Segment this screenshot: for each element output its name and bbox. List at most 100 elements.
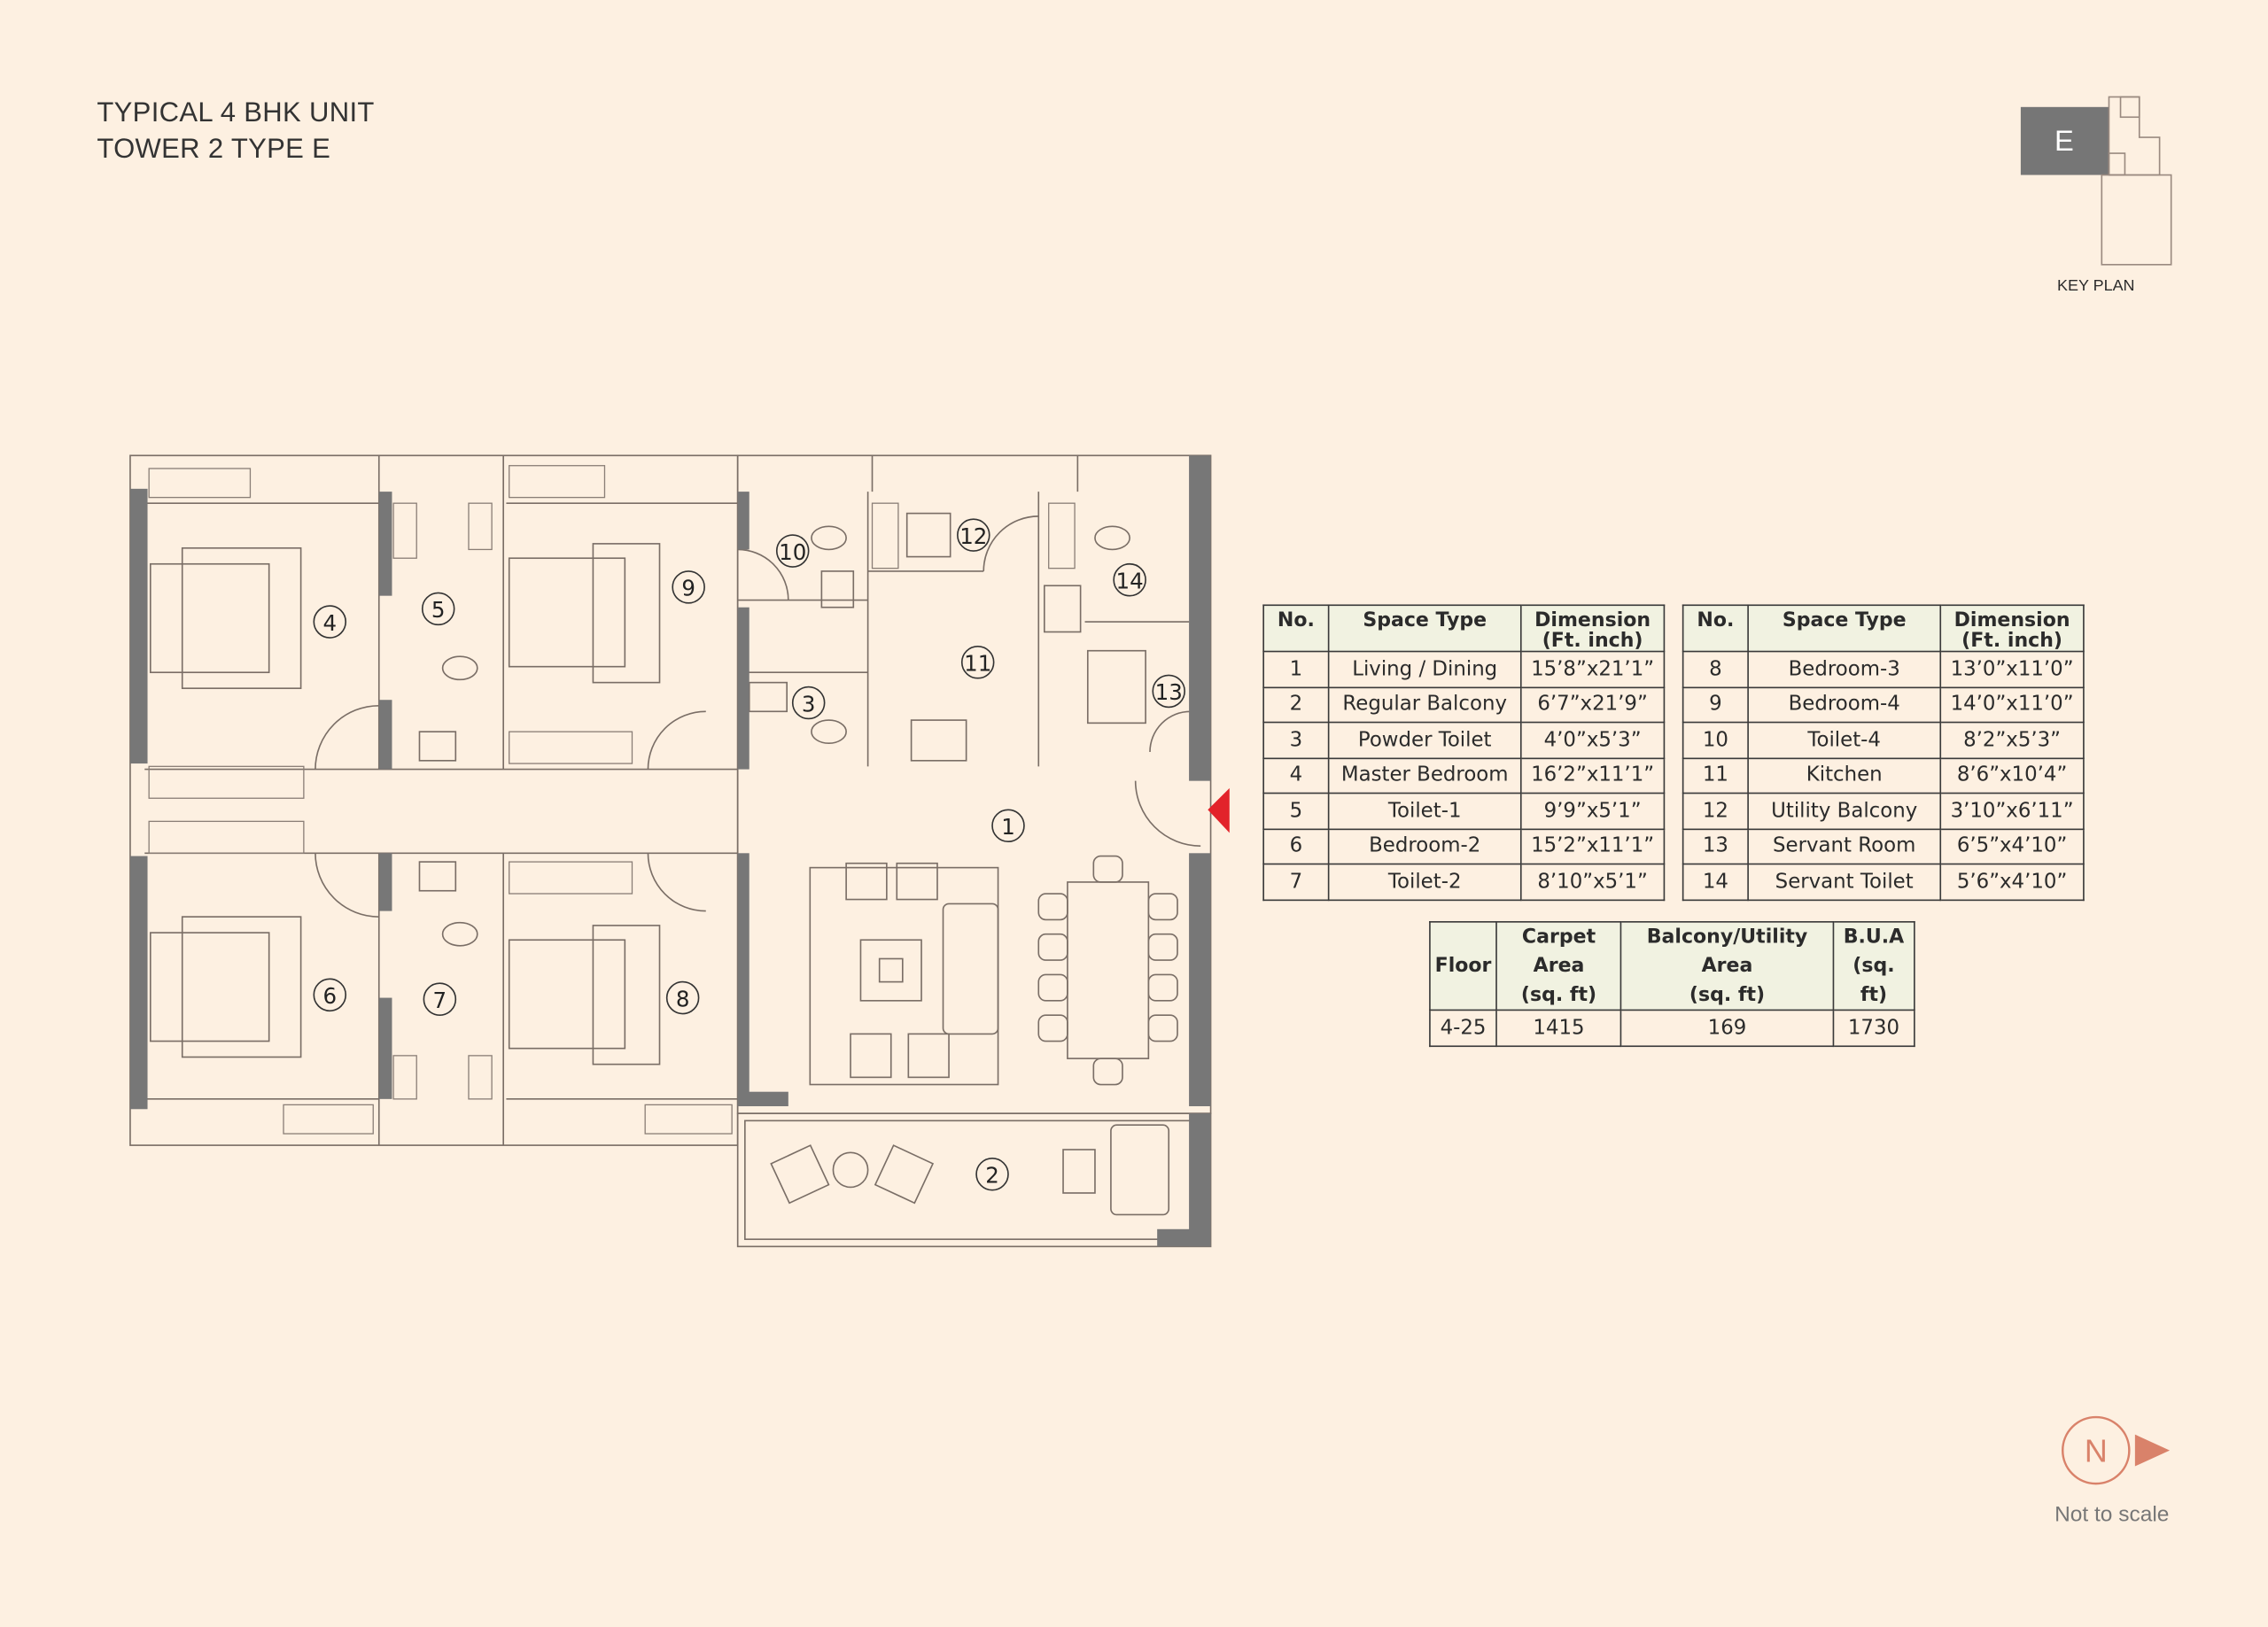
floor-plan: 1 2 3 4 5 6 7 8 9 10 11 12 13 14 <box>129 454 1230 1248</box>
header-carpet-line2: (sq. ft) <box>1520 983 1597 1007</box>
key-plan-label: KEY PLAN <box>2057 277 2135 296</box>
header-no: No. <box>1262 604 1330 653</box>
cell-type: Bedroom-3 <box>1747 650 1942 688</box>
key-plan: E <box>2020 96 2172 266</box>
room-label-13: 13 <box>1155 679 1183 705</box>
header-dimension-line1: Dimension <box>1534 608 1651 632</box>
cell-dim: 13’0”x11’0” <box>1939 650 2085 688</box>
room-label-10: 10 <box>779 539 806 565</box>
cell-dim: 16’2”x11’1” <box>1519 756 1666 794</box>
room-label-1: 1 <box>1001 814 1015 840</box>
table-header-row: No. Space Type Dimension(Ft. inch) <box>1262 604 1666 653</box>
key-plan-tower-e <box>2020 106 2109 175</box>
cell-bua: 1730 <box>1832 1009 1915 1047</box>
room-label-3: 3 <box>802 691 816 717</box>
cell-no: 7 <box>1262 863 1330 901</box>
cell-dim: 6’5”x4’10” <box>1939 827 2085 865</box>
header-dimension-line2: (Ft. inch) <box>1542 629 1643 653</box>
cell-floor: 4-25 <box>1429 1009 1497 1047</box>
room-label-14: 14 <box>1116 569 1144 594</box>
cell-balcony: 169 <box>1620 1009 1834 1047</box>
cell-type: Bedroom-2 <box>1327 827 1522 865</box>
header-carpet-line1: Carpet Area <box>1521 925 1596 978</box>
cell-dim: 15’2”x11’1” <box>1519 827 1666 865</box>
entry-marker <box>1208 787 1230 833</box>
room-label-5: 5 <box>431 597 446 623</box>
room-label-11: 11 <box>964 651 991 677</box>
key-plan-letter: E <box>2054 124 2074 157</box>
cell-type: Kitchen <box>1747 756 1942 794</box>
cell-no: 1 <box>1262 650 1330 688</box>
room-label-8: 8 <box>676 986 690 1011</box>
north-letter: N <box>2085 1433 2108 1469</box>
header-bua-line1: B.U.A <box>1843 925 1905 949</box>
room-label-9: 9 <box>681 576 695 601</box>
cell-type: Servant Toilet <box>1747 863 1942 901</box>
cell-dim: 8’10”x5’1” <box>1519 863 1666 901</box>
table-header-row: No. Space Type Dimension(Ft. inch) <box>1682 604 2085 653</box>
header-balcony-line2: (sq. ft) <box>1689 983 1766 1007</box>
cell-no: 2 <box>1262 686 1330 724</box>
cell-no: 6 <box>1262 827 1330 865</box>
header-bua-line2: (sq. ft) <box>1852 954 1895 1007</box>
header-dimension-line2: (Ft. inch) <box>1961 629 2062 653</box>
cell-type: Regular Balcony <box>1327 686 1522 724</box>
cell-no: 8 <box>1682 650 1749 688</box>
header-balcony-area: Balcony/Utility Area (sq. ft) <box>1620 921 1834 1011</box>
cell-dim: 14’0”x11’0” <box>1939 686 2085 724</box>
cell-no: 11 <box>1682 756 1749 794</box>
cell-type: Toilet-2 <box>1327 863 1522 901</box>
cell-type: Bedroom-4 <box>1747 686 1942 724</box>
not-to-scale-note: Not to scale <box>2054 1502 2170 1528</box>
cell-no: 14 <box>1682 863 1749 901</box>
room-label-7: 7 <box>433 988 447 1013</box>
header-no: No. <box>1682 604 1749 653</box>
header-bua: B.U.A (sq. ft) <box>1832 921 1915 1011</box>
header-space-type: Space Type <box>1327 604 1522 653</box>
cell-no: 5 <box>1262 792 1330 830</box>
cell-no: 3 <box>1262 721 1330 759</box>
area-header-row: Floor Carpet Area(sq. ft) Balcony/Utilit… <box>1429 921 1915 1011</box>
cell-dim: 6’7”x21’9” <box>1519 686 1666 724</box>
north-arrow-icon: N <box>2062 1415 2171 1485</box>
plan-title: TYPICAL 4 BHK UNIT TOWER 2 TYPE E <box>97 96 374 168</box>
cell-dim: 5’6”x4’10” <box>1939 863 2085 901</box>
cell-type: Living / Dining <box>1327 650 1522 688</box>
room-label-2: 2 <box>985 1163 999 1189</box>
room-number-labels <box>313 518 1185 1191</box>
cell-dim: 4’0”x5’3” <box>1519 721 1666 759</box>
header-balcony-line1: Balcony/Utility Area <box>1646 925 1808 978</box>
cell-type: Utility Balcony <box>1747 792 1942 830</box>
cell-type: Powder Toilet <box>1327 721 1522 759</box>
header-space-type: Space Type <box>1747 604 1942 653</box>
title-line-1: TYPICAL 4 BHK UNIT <box>97 98 375 129</box>
cell-type: Servant Room <box>1747 827 1942 865</box>
header-dimension: Dimension(Ft. inch) <box>1939 604 2085 653</box>
cell-type: Toilet-1 <box>1327 792 1522 830</box>
cell-dim: 15’8”x21’1” <box>1519 650 1666 688</box>
header-dimension: Dimension(Ft. inch) <box>1519 604 1666 653</box>
title-line-2: TOWER 2 TYPE E <box>97 134 331 166</box>
cell-no: 4 <box>1262 756 1330 794</box>
cell-no: 13 <box>1682 827 1749 865</box>
cell-dim: 9’9”x5’1” <box>1519 792 1666 830</box>
cell-carpet: 1415 <box>1495 1009 1622 1047</box>
cell-dim: 8’6”x10’4” <box>1939 756 2085 794</box>
cell-no: 12 <box>1682 792 1749 830</box>
